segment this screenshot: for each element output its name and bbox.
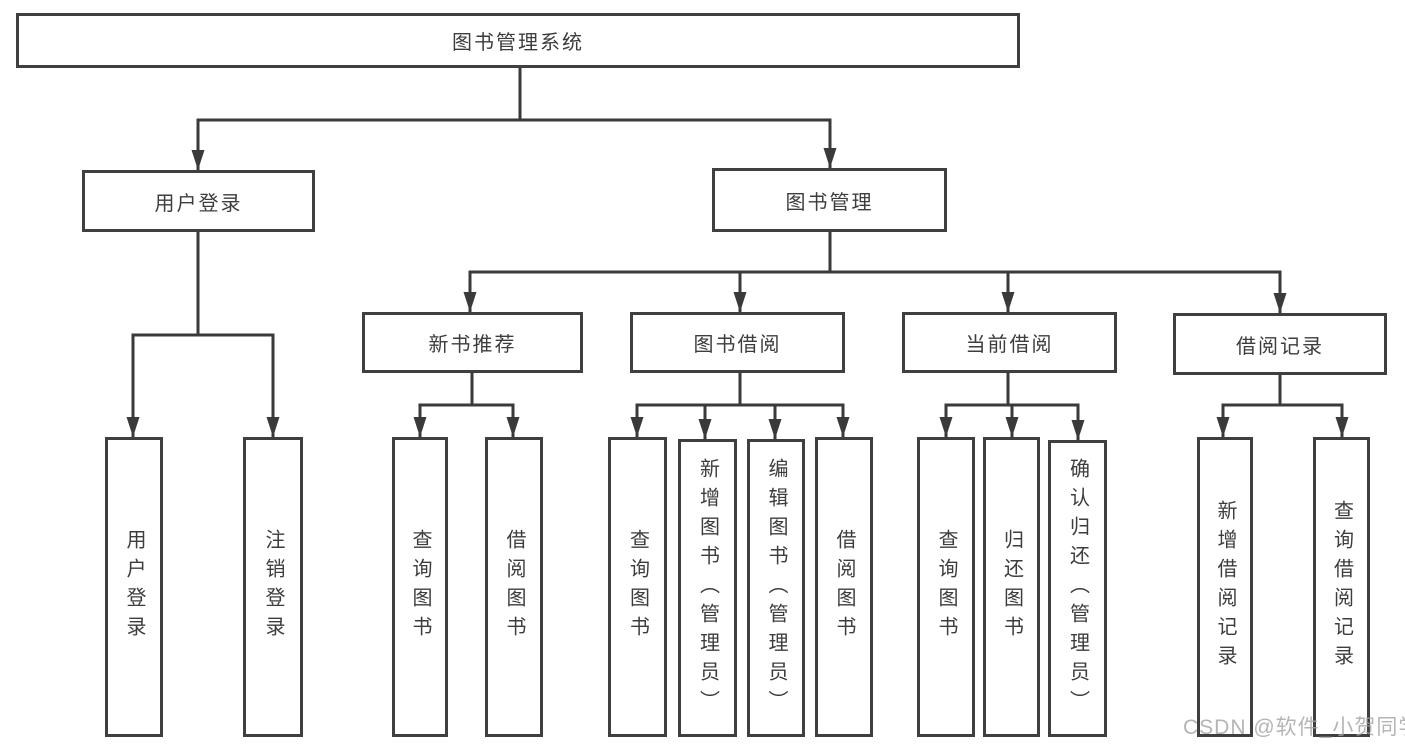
node-label: 图书管理系统 — [452, 32, 584, 54]
leaf-borrow-books-recommend: 借阅图书 — [485, 437, 543, 737]
leaf-logout: 注销登录 — [243, 437, 303, 737]
node-label: 确认归还（管理员） — [1066, 458, 1089, 719]
node-label: 新增借阅记录 — [1214, 500, 1236, 674]
node-label: 借阅记录 — [1236, 335, 1324, 358]
leaf-return-books: 归还图书 — [983, 437, 1040, 737]
node-borrow-records: 借阅记录 — [1173, 313, 1387, 375]
leaf-edit-books-admin: 编辑图书（管理员） — [747, 439, 805, 737]
node-label: 借阅图书 — [503, 529, 525, 645]
node-label: 图书管理 — [785, 191, 874, 214]
leaf-query-borrow-record: 查询借阅记录 — [1313, 437, 1370, 737]
node-label: 编辑图书（管理员） — [765, 457, 787, 719]
csdn-watermark: CSDN @软件_小贺同学 — [1183, 716, 1405, 739]
node-library-management-system: 图书管理系统 — [16, 13, 1020, 68]
node-label: 查询图书 — [409, 529, 431, 645]
node-label: 新书推荐 — [428, 334, 517, 356]
node-label: 当前借阅 — [965, 334, 1054, 356]
node-label: 用户登录 — [154, 192, 243, 215]
leaf-add-borrow-record: 新增借阅记录 — [1197, 437, 1253, 737]
node-label: 借阅图书 — [833, 529, 855, 645]
node-label: 新增图书（管理员） — [696, 457, 719, 719]
node-user-login: 用户登录 — [82, 170, 315, 232]
node-label: 查询图书 — [935, 529, 957, 645]
node-label: 图书借阅 — [693, 334, 782, 356]
node-book-borrow: 图书借阅 — [630, 312, 845, 373]
leaf-confirm-return-admin: 确认归还（管理员） — [1048, 440, 1107, 737]
leaf-borrow-books: 借阅图书 — [815, 437, 873, 737]
node-label: 注销登录 — [262, 529, 284, 645]
node-current-borrow: 当前借阅 — [902, 312, 1117, 373]
node-label: 归还图书 — [1000, 529, 1023, 645]
node-label: 查询图书 — [626, 529, 649, 645]
leaf-user-login: 用户登录 — [105, 437, 163, 737]
node-book-management: 图书管理 — [712, 168, 947, 232]
leaf-add-books-admin: 新增图书（管理员） — [678, 439, 737, 737]
leaf-query-books-recommend: 查询图书 — [392, 437, 448, 737]
node-label: 查询借阅记录 — [1330, 500, 1353, 674]
node-label: 用户登录 — [123, 529, 145, 645]
leaf-query-books-current: 查询图书 — [917, 437, 975, 737]
leaf-query-books-borrow: 查询图书 — [608, 437, 667, 737]
node-new-book-recommend: 新书推荐 — [362, 312, 583, 373]
